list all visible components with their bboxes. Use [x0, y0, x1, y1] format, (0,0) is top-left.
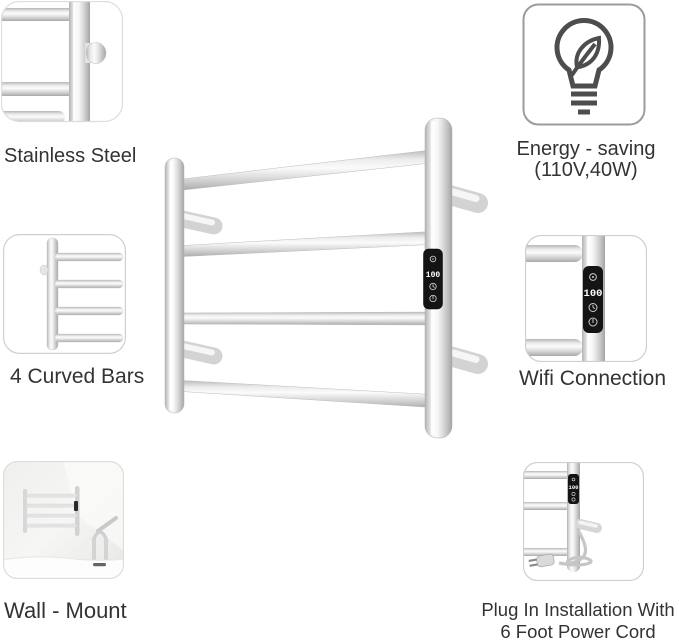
temperature-display: 100 [426, 271, 441, 280]
side-view-rack [39, 237, 124, 351]
temperature-display: 100 [584, 288, 603, 300]
stainless-steel-label: Stainless Steel [4, 145, 137, 167]
wall-mount-thumbnail [3, 461, 124, 579]
power-plug [528, 553, 555, 568]
energy-saving-label-line2: (110V,40W) [534, 159, 638, 181]
overflow-slot [93, 563, 106, 567]
towel-bar-4 [173, 379, 441, 409]
bar-stub-bottom [525, 339, 583, 356]
bathtub-edge [3, 556, 124, 579]
stainless-steel-thumbnail [1, 1, 124, 123]
plug-in-label: Plug In Installation With 6 Foot Power C… [477, 599, 679, 643]
mini-control-panel: 100 [568, 474, 579, 504]
bar-stub-top [525, 245, 583, 262]
control-panel: 100 [423, 248, 443, 310]
wifi-connection-thumbnail: 100 [525, 235, 647, 362]
towel-bar-3 [173, 311, 441, 326]
power-icon [588, 317, 598, 327]
control-panel: 100 [583, 266, 603, 333]
towel-bars [173, 148, 441, 409]
power-cord [558, 529, 593, 567]
plug-in-label-line1: Plug In Installation With [481, 599, 675, 620]
energy-saving-label-line1: Energy - saving [516, 138, 656, 160]
energy-saving-badge [522, 3, 646, 126]
plug-in-thumbnail: 100 [523, 462, 644, 581]
faucet [91, 516, 118, 560]
power-icon [429, 294, 437, 303]
heat-icon [429, 255, 437, 263]
heat-icon [589, 273, 597, 281]
timer-icon [429, 282, 437, 291]
hook-closeup [85, 42, 107, 64]
towel-bar-2 [173, 230, 441, 258]
wall-mount-label: Wall - Mount [4, 598, 127, 623]
bulb-leaf-icon [554, 18, 614, 115]
left-post [164, 157, 185, 414]
mini-control-panel [74, 501, 78, 511]
temperature-display-small: 100 [569, 484, 579, 491]
towel-bar-closeup [1, 8, 75, 122]
wifi-connection-label: Wifi Connection [518, 367, 667, 390]
energy-saving-label: Energy - saving (110V,40W) [505, 139, 667, 181]
mini-towel-rack [23, 486, 80, 536]
towel-bar-1 [173, 148, 441, 192]
product-illustration: 100 [164, 117, 488, 439]
timer-icon [588, 303, 598, 312]
curved-bars-thumbnail [3, 234, 126, 354]
plug-in-label-line2: 6 Foot Power Cord [500, 621, 656, 642]
curved-bars-label: 4 Curved Bars [10, 365, 145, 388]
